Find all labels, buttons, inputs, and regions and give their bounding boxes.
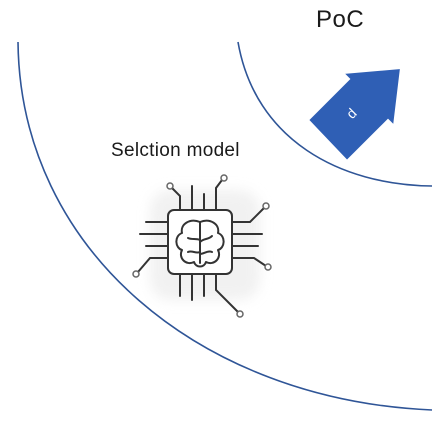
selection-model-label: Selction model [111, 140, 240, 161]
ai-brain-chip-icon [132, 174, 272, 318]
poc-label: PoC [316, 6, 365, 33]
large-circle-arc [17, 41, 433, 411]
arrow-up-right-icon: d [306, 66, 403, 163]
small-circle-arc [237, 41, 433, 187]
